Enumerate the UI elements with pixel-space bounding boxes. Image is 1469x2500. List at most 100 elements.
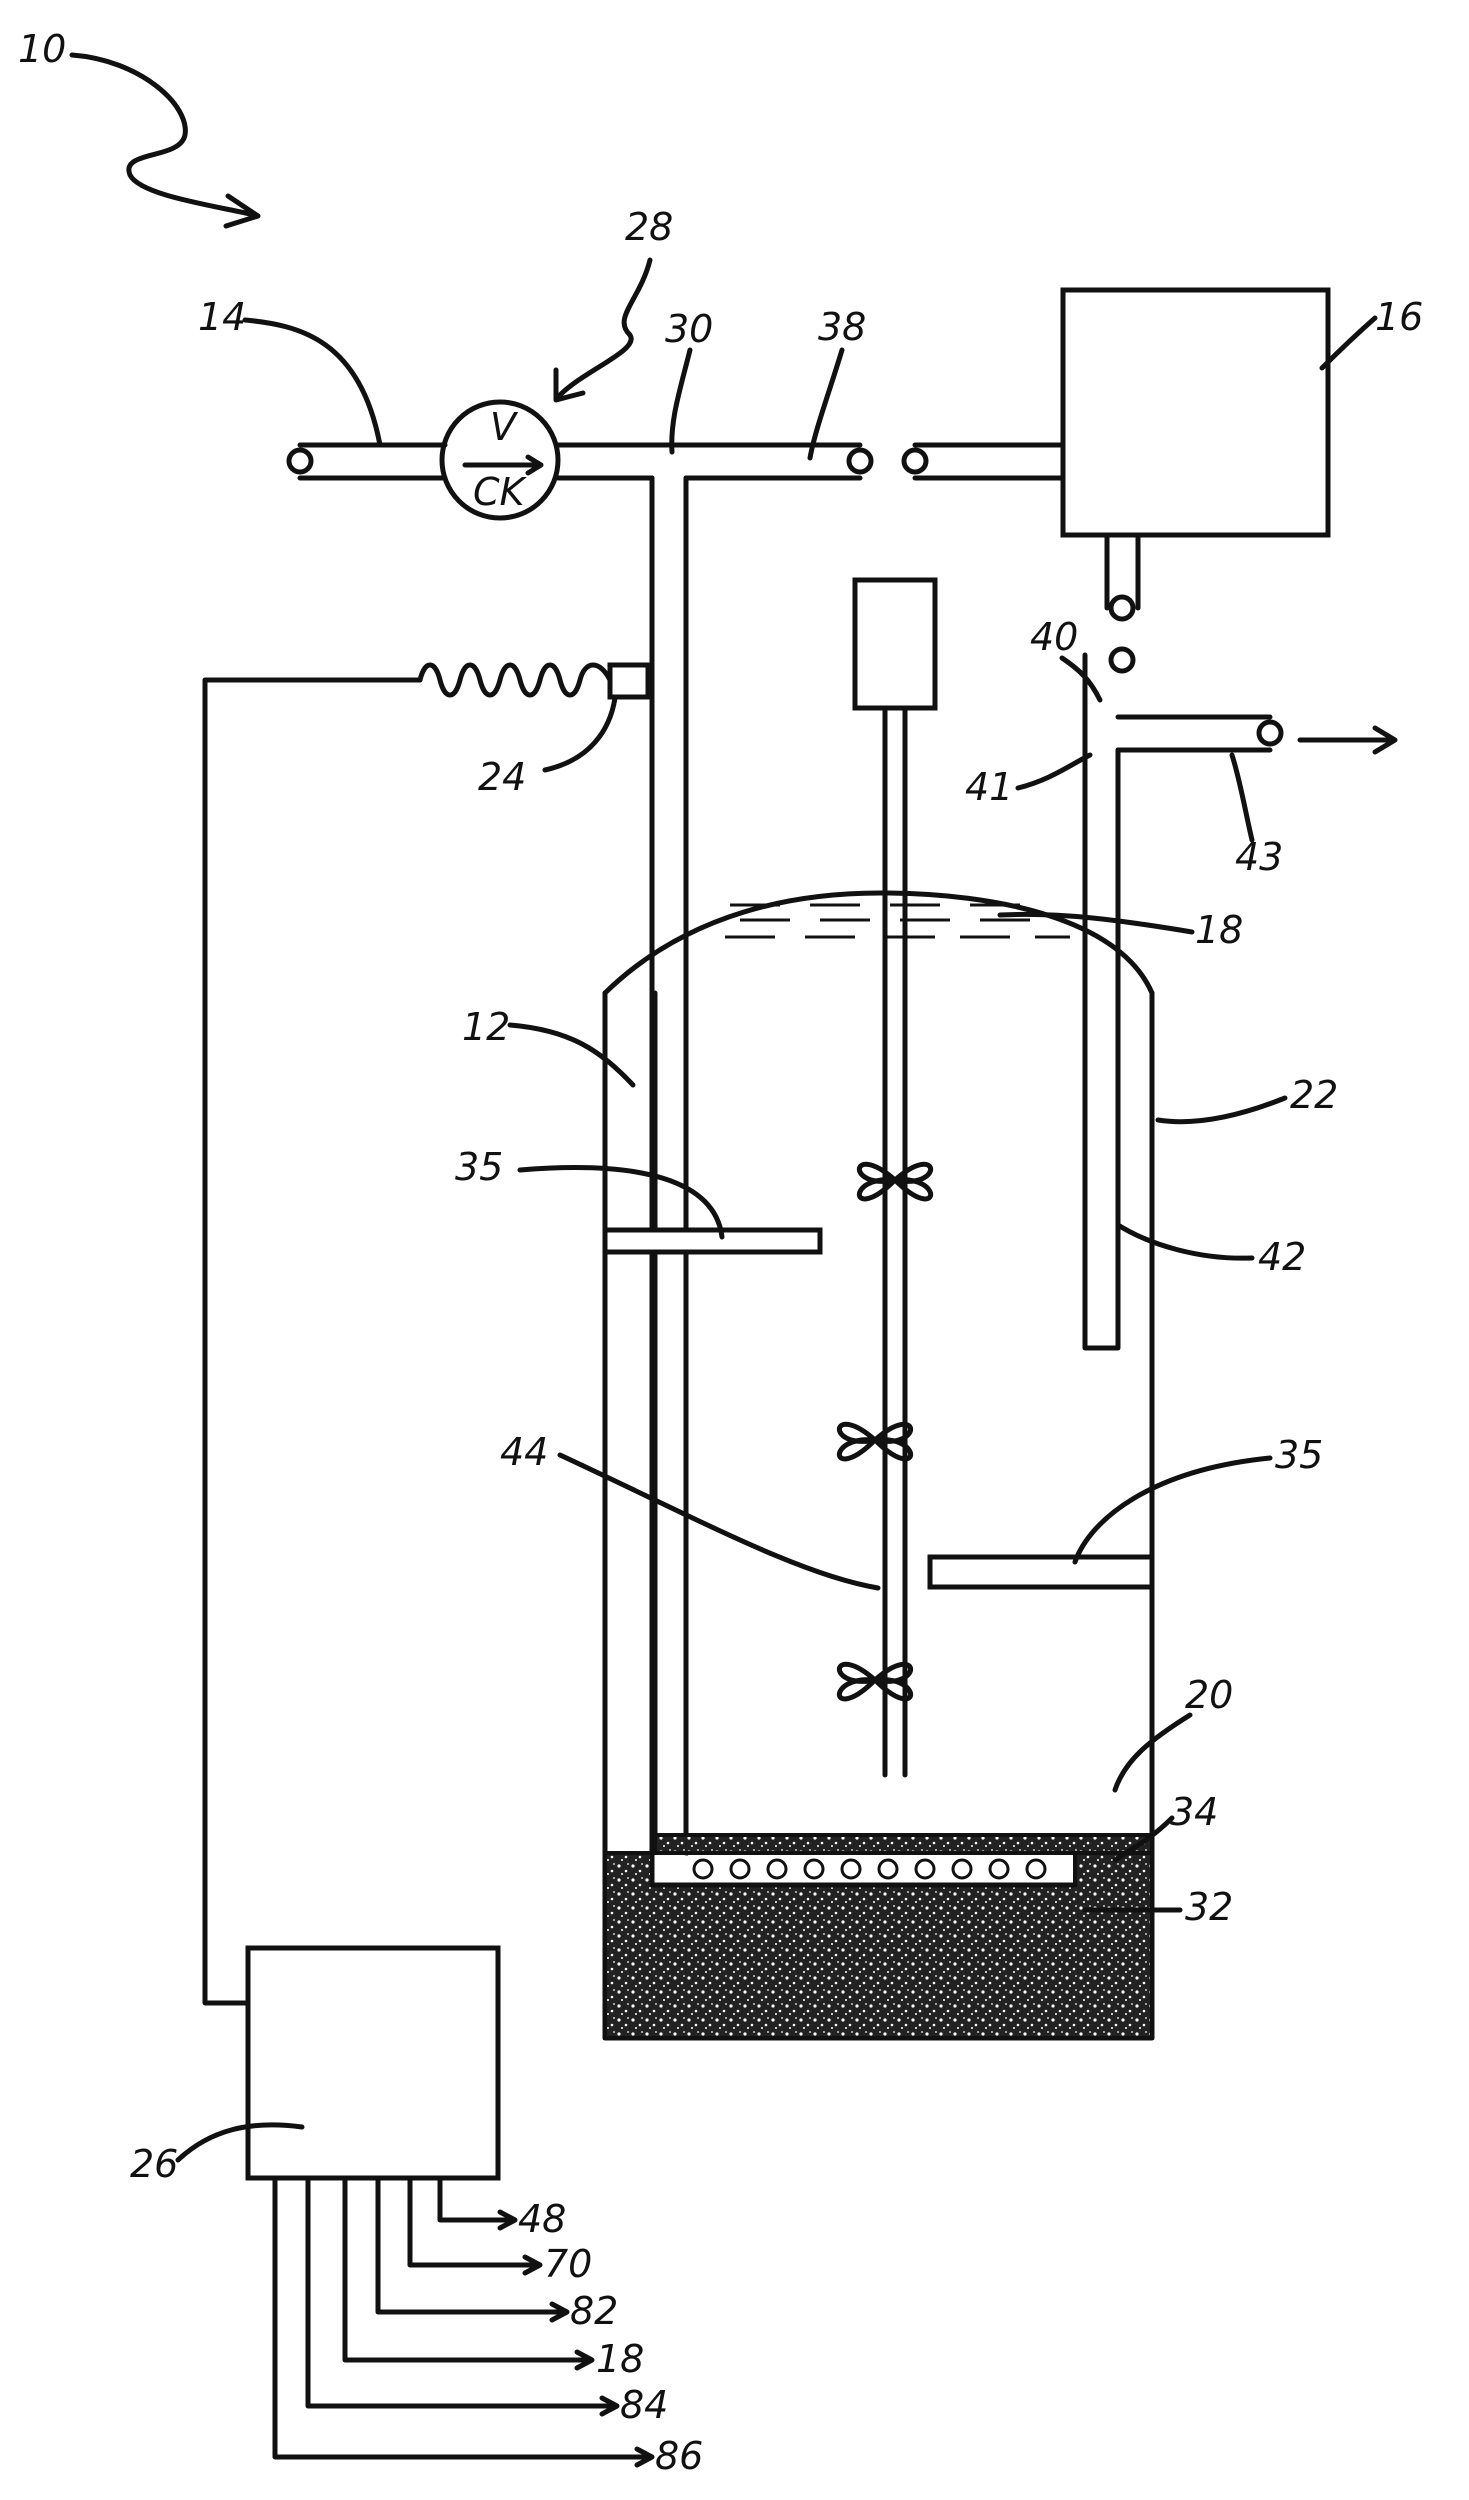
label-tee: 30 [665, 307, 713, 351]
system-leader [69, 52, 258, 218]
device-box [1060, 287, 1331, 538]
label-foam: 18 [1195, 908, 1243, 952]
device-leader [1319, 315, 1378, 371]
tank-region-leader [1112, 1712, 1193, 1793]
controller-output-lines [272, 2175, 655, 2468]
tee-leader [669, 347, 693, 455]
sparger-hole [766, 1858, 788, 1880]
dip-tube-leader [1115, 1222, 1255, 1261]
impeller-top [856, 1161, 934, 1202]
output-line-86 [272, 2175, 655, 2468]
agitator-shaft [882, 705, 908, 1778]
outlet-arrow [1297, 725, 1398, 755]
wall-leader [1155, 1095, 1288, 1125]
label-device: 16 [1375, 295, 1423, 339]
impeller-bottom [836, 1661, 914, 1702]
agitator-motor [852, 577, 938, 711]
label-system: 10 [18, 27, 66, 71]
valve-arrow [462, 454, 544, 476]
agitator-leader [557, 1452, 881, 1591]
output-line-48 [437, 2175, 518, 2231]
tee-40-leader [1059, 655, 1103, 703]
sparger-hole [692, 1858, 714, 1880]
label-controller: 26 [130, 2142, 178, 2186]
controller-output-48: 48 [518, 2197, 566, 2241]
valve-text-bottom: CK [473, 470, 528, 514]
label-tank-region: 20 [1185, 1673, 1233, 1717]
impeller-middle [836, 1421, 914, 1462]
output-line-82 [375, 2175, 570, 2323]
label-sensor: 24 [478, 755, 526, 799]
label-valve: 28 [625, 205, 673, 249]
baffle-upper-leader [517, 1165, 725, 1240]
signal-wire [202, 677, 423, 2006]
sensor-block [607, 662, 651, 700]
device-bottom-pipe [1104, 532, 1141, 611]
valve-text-top: V [490, 405, 519, 449]
controller-output-70: 70 [544, 2242, 592, 2286]
valve-leader-arrow [553, 367, 586, 403]
label-agitator: 44 [500, 1430, 548, 1474]
foam-layer [725, 903, 1070, 939]
dip-tube [1082, 652, 1121, 1351]
sparger-hole [729, 1858, 751, 1880]
controller-box [245, 1945, 501, 2181]
sparger-hole [951, 1858, 973, 1880]
system-arrowhead [223, 193, 261, 229]
sparger-hole [988, 1858, 1010, 1880]
foam-leader [997, 911, 1195, 935]
controller-leader [175, 2122, 305, 2163]
label-baffle-upper: 35 [455, 1145, 503, 1189]
label-tee-40: 40 [1030, 615, 1078, 659]
sparger-hole [1025, 1858, 1047, 1880]
sparger-hole [803, 1858, 825, 1880]
label-pipe-41: 41 [965, 765, 1013, 809]
inlet-pipe-end [286, 447, 314, 475]
inlet-pipe [297, 442, 448, 481]
label-sparger: 32 [1185, 1885, 1233, 1929]
vessel-leader [507, 1022, 636, 1088]
baffle-lower [927, 1554, 1155, 1590]
sensor-leader [542, 695, 618, 773]
label-inlet-line: 14 [198, 295, 246, 339]
label-outlet: 43 [1235, 835, 1283, 879]
outlet-leader [1229, 752, 1255, 843]
output-line-84 [305, 2175, 620, 2417]
valve-leader [557, 257, 653, 398]
label-vessel-wall: 22 [1290, 1073, 1338, 1117]
label-baffle-lower: 35 [1275, 1433, 1323, 1477]
sparger-holes [692, 1858, 1047, 1880]
outlet-pipe-end [1256, 719, 1284, 747]
check-valve [439, 399, 561, 521]
label-line-38: 38 [818, 305, 866, 349]
outlet-pipe [1115, 714, 1273, 753]
device-bottom-pipe-end [1108, 594, 1136, 622]
label-dip-tube: 42 [1258, 1235, 1306, 1279]
line-38-leader [807, 347, 845, 461]
controller-output-18: 18 [596, 2337, 644, 2381]
pipe-41-leader [1015, 752, 1093, 791]
label-vessel: 12 [462, 1005, 510, 1049]
sensor-coil [417, 662, 613, 698]
device-side-pipe [912, 442, 1066, 481]
controller-output-84: 84 [620, 2383, 668, 2427]
device-side-pipe-end [901, 447, 929, 475]
main-header-pipe [555, 442, 863, 481]
output-line-18 [342, 2175, 595, 2371]
label-sediment: 34 [1170, 1790, 1218, 1834]
line-38-end [846, 447, 874, 475]
dip-tube-top-end [1108, 646, 1136, 674]
baffle-upper [602, 1227, 823, 1255]
vessel-dome [602, 890, 1155, 996]
controller-output-86: 86 [655, 2434, 703, 2478]
sparger-hole [877, 1858, 899, 1880]
controller-output-82: 82 [570, 2289, 618, 2333]
sediment-leader [1112, 1815, 1175, 1863]
inlet-leader [242, 317, 383, 448]
baffle-lower-leader [1072, 1455, 1273, 1565]
sparger-hole [840, 1858, 862, 1880]
sparger-hole [914, 1858, 936, 1880]
sediment-upper [653, 1833, 1154, 1855]
output-line-70 [407, 2175, 543, 2276]
